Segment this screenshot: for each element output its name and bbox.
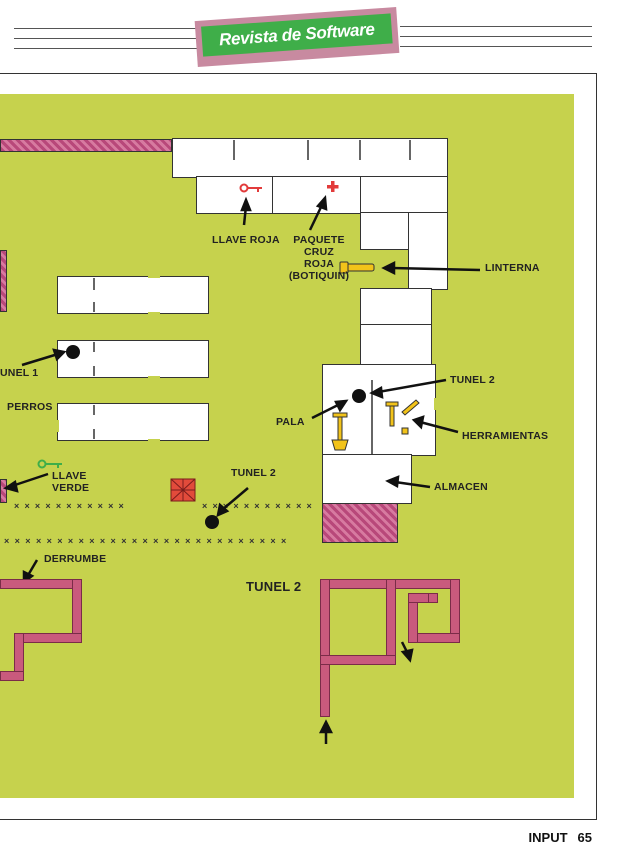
label-paquete: PAQUETE CRUZ ROJA (BOTIQUIN): [282, 234, 356, 282]
label-pala: PALA: [276, 416, 305, 428]
label-tunel2-mid: TUNEL 2: [231, 467, 276, 479]
red-cross-icon: [327, 181, 339, 192]
green-key-icon: [37, 459, 62, 469]
room-mid: [360, 324, 432, 366]
hatched-wall-top: [0, 139, 172, 152]
frame-border: [0, 73, 597, 74]
page-footer: INPUT 65: [519, 830, 592, 845]
tunnel2-pipe: [386, 579, 396, 665]
tunnel-pipe: [14, 633, 82, 643]
tunel1-marker: [66, 345, 80, 359]
label-derrumbe: DERRUMBE: [44, 553, 107, 565]
room-corridor-vertical: [360, 212, 410, 250]
tunel2-marker: [352, 389, 366, 403]
hatched-wall-small: [0, 479, 7, 503]
xmark-row: ××××××××××× ××××××××××× ××××××××××××××××…: [4, 501, 317, 546]
label-almacen: ALMACEN: [434, 481, 488, 493]
label-paquete-line: ROJA: [304, 258, 334, 270]
room-left-2: [57, 340, 209, 378]
label-paquete-line: CRUZ: [304, 246, 334, 258]
frame-border: [0, 819, 597, 820]
frame-border: [596, 73, 597, 820]
room-flashlight-area: [360, 288, 432, 326]
header-rule: [400, 46, 592, 47]
label-tunel1: UNEL 1: [0, 367, 39, 379]
room-top-corridor: [172, 138, 448, 178]
red-key-icon: [239, 183, 262, 193]
room-left-3: [57, 403, 209, 441]
flashlight-icon: [339, 261, 375, 274]
label-paquete-line: (BOTIQUIN): [288, 270, 350, 282]
svg-text:×××××××××××××××××××××××××××: ×××××××××××××××××××××××××××: [4, 536, 292, 546]
tools-icon: [385, 399, 420, 435]
header-rule: [14, 28, 200, 29]
label-herramientas: HERRAMIENTAS: [462, 430, 549, 442]
room-corridor-vertical-2: [408, 212, 448, 290]
tunel2-mid-marker: [205, 515, 219, 529]
tunnel-pipe: [0, 671, 24, 681]
label-paquete-line: PAQUETE: [293, 234, 345, 246]
tunnel2-pipe: [320, 655, 396, 665]
label-tunel2-right: TUNEL 2: [450, 374, 495, 386]
label-tunel2-big: TUNEL 2: [246, 579, 302, 594]
header-rule: [14, 38, 200, 39]
label-llave-roja: LLAVE ROJA: [212, 234, 280, 246]
page-number: 65: [577, 830, 592, 845]
hazard-box-icon: [170, 478, 196, 502]
label-llave-verde: LLAVE VERDE: [52, 470, 89, 494]
hatched-wall-left: [0, 250, 7, 312]
magazine-name: INPUT: [528, 830, 568, 845]
label-linterna: LINTERNA: [485, 262, 540, 274]
label-llave-verde-line: VERDE: [52, 482, 90, 494]
svg-text:×××××××××××: ×××××××××××: [202, 501, 317, 511]
tunnel2-pipe: [428, 593, 438, 603]
header-rule: [14, 48, 200, 49]
room-left-1: [57, 276, 209, 314]
tunnel2-pipe: [320, 579, 330, 717]
tunnel-pipe: [0, 579, 82, 589]
label-perros: PERROS: [7, 401, 53, 413]
svg-text:×××××××××××: ×××××××××××: [14, 501, 129, 511]
shovel-icon: [331, 412, 349, 451]
header-rule: [400, 36, 592, 37]
label-llave-verde-line: LLAVE: [52, 470, 87, 482]
header-rule: [400, 26, 592, 27]
